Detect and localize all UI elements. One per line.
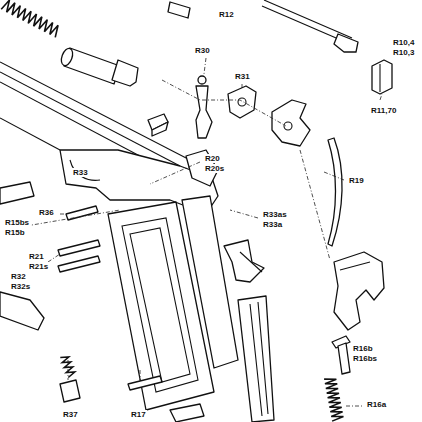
leader-line bbox=[324, 172, 344, 180]
slide-stop-lever bbox=[152, 122, 168, 136]
callout-number: R21s bbox=[28, 262, 49, 271]
sear-hole bbox=[238, 98, 246, 106]
callout-number: R30 bbox=[194, 46, 211, 55]
callout-number: R32s bbox=[10, 282, 31, 291]
callout-number: R36 bbox=[38, 208, 55, 217]
coil-spring bbox=[324, 379, 343, 421]
small-block bbox=[168, 2, 190, 18]
callout-number: R11,70 bbox=[370, 106, 397, 115]
callout-number: R16a bbox=[366, 400, 387, 409]
callout-number: R20 bbox=[204, 154, 221, 163]
trigger-bar bbox=[240, 252, 262, 272]
grip-screw-part bbox=[0, 182, 34, 204]
bottom-part bbox=[170, 404, 204, 422]
leaf-slots bbox=[250, 302, 268, 416]
callout-number: R33a bbox=[262, 220, 283, 229]
callout-number: R20s bbox=[204, 164, 225, 173]
guide-end bbox=[59, 47, 75, 67]
leader-line bbox=[60, 214, 68, 215]
leader-line bbox=[68, 360, 140, 380]
leader-line bbox=[48, 254, 60, 262]
grip-panel-inner bbox=[122, 218, 198, 392]
frame-rail bbox=[0, 62, 190, 160]
leader-line bbox=[230, 210, 258, 218]
callout-number: R16b bbox=[352, 344, 374, 353]
firing-pin-head bbox=[334, 34, 358, 52]
callout-number: R33 bbox=[72, 168, 89, 177]
slide-stop-part bbox=[0, 292, 44, 330]
housing-line bbox=[340, 262, 370, 270]
callout-number: R16bs bbox=[352, 354, 378, 363]
callout-number: R21 bbox=[28, 252, 45, 261]
callout-number: R15bs bbox=[4, 218, 30, 227]
frame-grip bbox=[182, 196, 238, 368]
callout-number: R10,4 bbox=[392, 38, 415, 47]
leader-line bbox=[380, 94, 382, 100]
frame-rail bbox=[0, 118, 60, 150]
callout-number: R32 bbox=[10, 272, 27, 281]
pin bbox=[338, 343, 350, 374]
leader-line bbox=[242, 84, 243, 90]
extractor-line bbox=[379, 64, 380, 92]
disconnector bbox=[196, 86, 212, 138]
pin-part bbox=[58, 256, 100, 272]
sear bbox=[228, 86, 256, 118]
leader-line bbox=[162, 80, 286, 126]
guide-head bbox=[112, 60, 138, 86]
firing-pin bbox=[264, 0, 352, 38]
callout-number: R10,3 bbox=[392, 48, 415, 57]
callout-number: R15b bbox=[4, 228, 26, 237]
sear-spring bbox=[328, 138, 342, 246]
coil-spring bbox=[60, 357, 74, 377]
extractor-block bbox=[372, 60, 392, 94]
pin-part bbox=[66, 206, 98, 220]
leaf-spring bbox=[238, 296, 274, 422]
callout-number: R17 bbox=[130, 410, 147, 419]
trigger bbox=[224, 240, 264, 282]
callout-number: R31 bbox=[234, 72, 251, 81]
grip-panel-inner bbox=[130, 228, 190, 382]
callout-number: R19 bbox=[348, 176, 365, 185]
bushing bbox=[60, 380, 80, 402]
pin-part bbox=[128, 376, 162, 390]
leader-line bbox=[204, 58, 206, 74]
callout-number: R33as bbox=[262, 210, 288, 219]
callout-number: R37 bbox=[62, 410, 79, 419]
callout-number: R12 bbox=[218, 10, 235, 19]
pin-part bbox=[58, 240, 100, 256]
mainspring-housing bbox=[334, 252, 384, 330]
trigger-guard bbox=[70, 160, 100, 180]
leader-line bbox=[346, 406, 362, 407]
coil-spring bbox=[1, 0, 58, 37]
spring-coils bbox=[1, 0, 343, 421]
hammer bbox=[272, 100, 310, 146]
disconnector-pin bbox=[198, 76, 206, 84]
leader-line bbox=[300, 150, 330, 260]
leader-line bbox=[150, 162, 200, 184]
